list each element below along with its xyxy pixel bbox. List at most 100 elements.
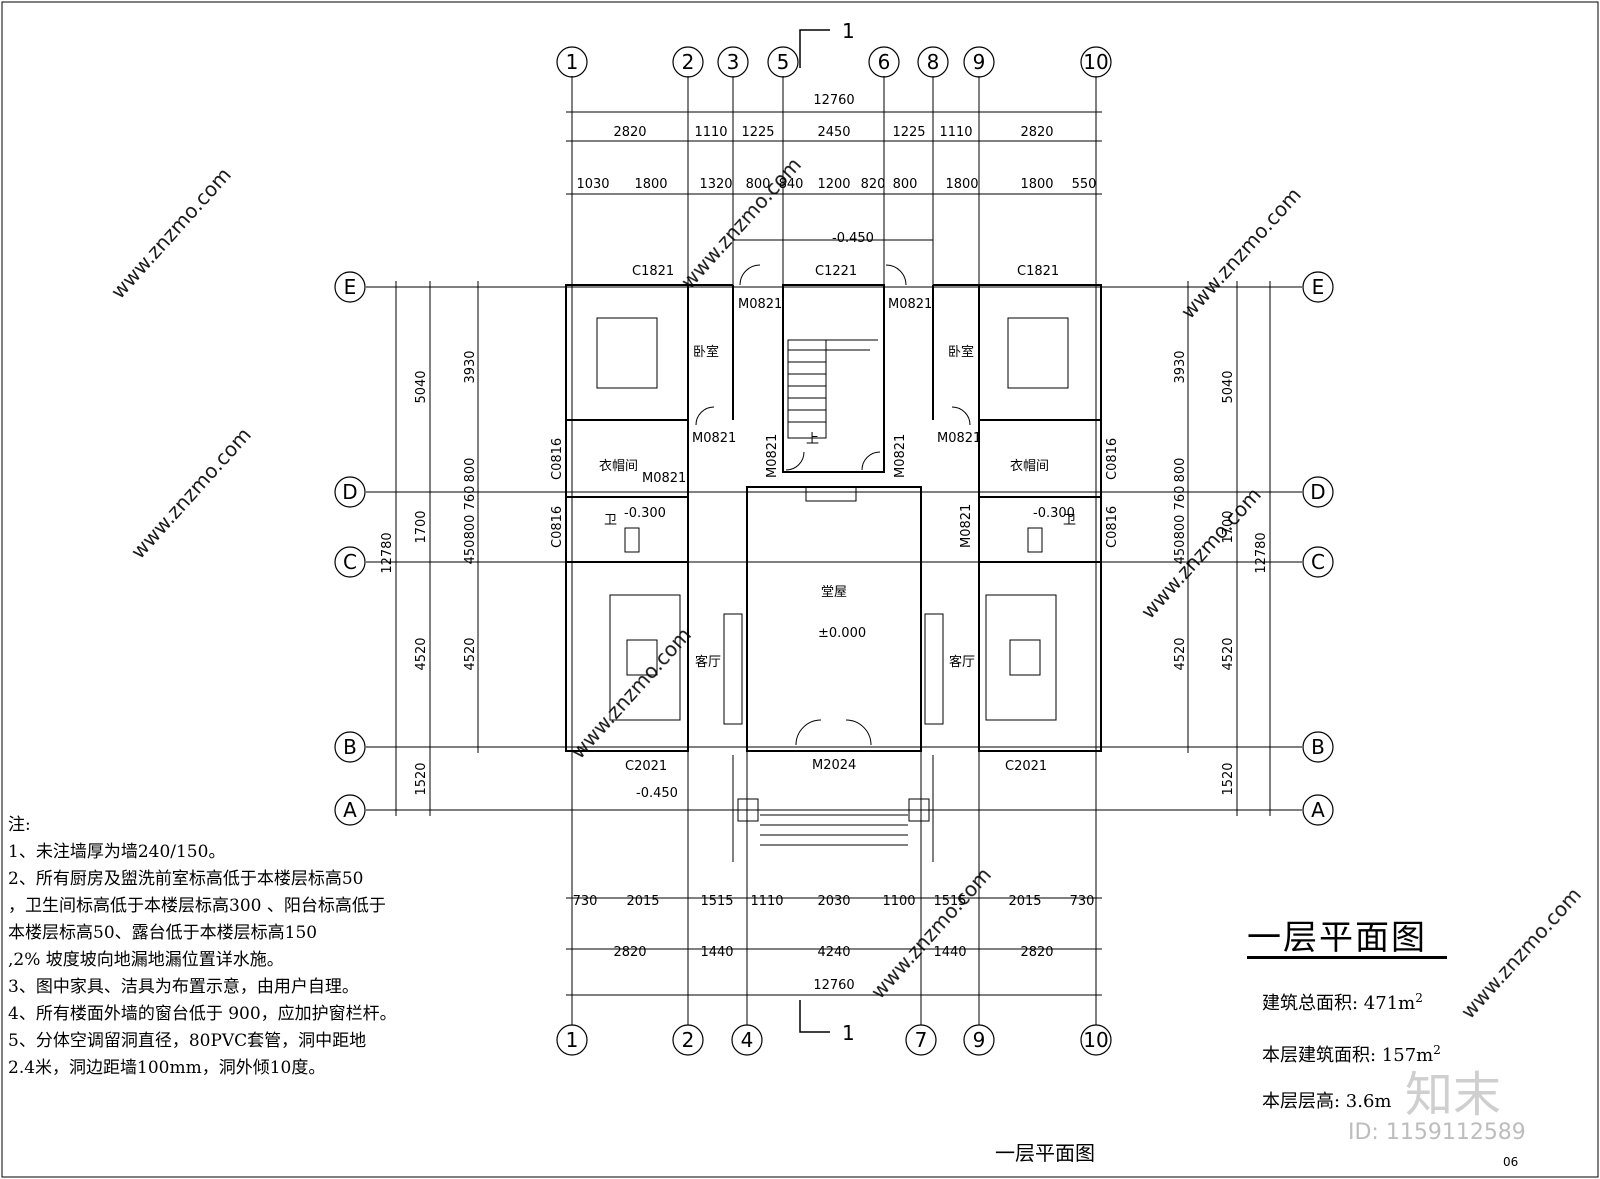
dimension-value: 2820 [613, 125, 646, 140]
axis-bubble-row-right: B [1311, 735, 1325, 759]
dimension-value: 4240 [817, 945, 850, 960]
section-marks [799, 29, 830, 1033]
dimension-value: 12760 [813, 93, 854, 108]
axis-bubble-row-left: A [343, 798, 357, 822]
room-label-bath: 卫 [604, 513, 617, 528]
door-label: M0821 [692, 431, 736, 446]
bottom-drawing-title: 一层平面图 [995, 1141, 1095, 1165]
axis-bubble-bottom: 10 [1083, 1028, 1108, 1052]
note-line: 3、图中家具、洁具为布置示意，由用户自理。 [8, 977, 359, 997]
dimension-value: 1440 [933, 945, 966, 960]
dimension-value: 800 [746, 177, 771, 192]
dimension-value: 730 [573, 894, 598, 909]
axis-bubble-top: 8 [927, 50, 940, 74]
floor-height: 本层层高: 3.6m [1262, 1091, 1392, 1112]
axis-bubble-row-left-circle [334, 546, 366, 578]
room-label-bedroom: 卧室 [948, 344, 974, 360]
watermark-text: www.znzmo.com [126, 423, 256, 564]
dimension-value: 12780 [1254, 532, 1269, 573]
dimension-value: 1110 [750, 894, 783, 909]
axis-bubble-row-right-circle [1302, 731, 1334, 763]
door-label: M0821 [765, 434, 780, 478]
dimension-value: 3930 [463, 350, 478, 383]
axis-bubble-row-right-circle [1302, 794, 1334, 826]
elevation-mark: -0.450 [832, 231, 874, 246]
watermark-logo: 知末 [1405, 1067, 1502, 1123]
window-label: C0816 [550, 438, 565, 480]
window-label: C1821 [1017, 264, 1059, 279]
axis-bubble-top: 6 [878, 50, 891, 74]
watermark-id: ID: 1159112589 [1348, 1120, 1526, 1145]
title-underline [1247, 956, 1447, 959]
dimension-value: 1110 [939, 125, 972, 140]
dimension-value: 1030 [576, 177, 609, 192]
axis-bubble-top: 2 [682, 50, 695, 74]
dimension-value: 760 [463, 486, 478, 511]
axis-bubble-bottom: 4 [741, 1028, 754, 1052]
elevation-mark: -0.300 [624, 506, 666, 521]
dimension-value: 1440 [700, 945, 733, 960]
watermark-text: www.znzmo.com [566, 623, 696, 764]
dimension-value: 450 [463, 540, 478, 565]
dimension-value: 1520 [414, 762, 429, 795]
window-label: C0816 [550, 506, 565, 548]
drawing-title: 一层平面图 [1247, 918, 1427, 958]
dimension-lines [395, 111, 1271, 996]
porch-steps [732, 755, 934, 862]
window-label: C1821 [632, 264, 674, 279]
dimension-value: 800 [463, 515, 478, 540]
design-notes: 注: 1、未注墙厚为墙240/150。 2、所有厨房及盥洗前室标高低于本楼层标高… [8, 812, 397, 1082]
walls [565, 239, 1102, 752]
axis-bubble-top: 9 [973, 50, 986, 74]
sofa-icon [609, 594, 681, 721]
dimension-value: 1320 [699, 177, 732, 192]
bed-icon [1007, 317, 1069, 389]
axis-bubble-top: 10 [1083, 50, 1108, 74]
axis-bubble-row-right: E [1312, 275, 1325, 299]
note-line: 1、未注墙厚为墙240/150。 [8, 842, 226, 862]
dimension-value: 1800 [945, 177, 978, 192]
dimension-value: 1225 [892, 125, 925, 140]
elevation-mark: ±0.000 [818, 626, 866, 641]
axis-bubble-bottom: 1 [566, 1028, 579, 1052]
axis-bubble-row-right-circle [1302, 546, 1334, 578]
window-label: C0816 [1105, 438, 1120, 480]
axis-bubble-bottom: 7 [915, 1028, 928, 1052]
window-label: C0816 [1105, 506, 1120, 548]
dimension-value: 820 [861, 177, 886, 192]
dimension-value: 1520 [1221, 762, 1236, 795]
window-label: C1221 [815, 264, 857, 279]
dimension-value: 1200 [817, 177, 850, 192]
door-label: M0821 [959, 504, 974, 548]
axis-bubble-row-right: C [1311, 550, 1325, 574]
watermark-text: www.znzmo.com [106, 163, 236, 304]
axis-bubble-row-left: E [344, 275, 357, 299]
note-line: 本楼层标高50、露台低于本楼层标高150 [8, 923, 318, 943]
room-label-hall: 堂屋 [821, 585, 847, 600]
elevation-mark: -0.300 [1033, 506, 1075, 521]
dimension-value: 2030 [817, 894, 850, 909]
dimension-value: 4520 [1221, 637, 1236, 670]
note-line: 4、所有楼面外墙的窗台低于 900，应加护窗栏杆。 [8, 1004, 397, 1024]
dimension-value: 550 [1072, 177, 1097, 192]
dimension-value: 800 [1173, 515, 1188, 540]
dimension-value: 2450 [817, 125, 850, 140]
dimension-value: 12780 [380, 532, 395, 573]
axis-bubble-row-left: D [342, 480, 357, 504]
dimension-value: 800 [463, 458, 478, 483]
dimension-value: 730 [1070, 894, 1095, 909]
dimension-value: 4520 [1173, 637, 1188, 670]
dimension-value: 800 [893, 177, 918, 192]
note-line: 2.4米，洞边距墙100mm，洞外倾10度。 [8, 1058, 326, 1078]
dimension-value: 450 [1173, 540, 1188, 565]
dimension-value: 2820 [1020, 125, 1053, 140]
dimension-value: 2820 [613, 945, 646, 960]
dimension-value: 3930 [1173, 350, 1188, 383]
watermark-text: www.znzmo.com [1456, 883, 1586, 1024]
altar-table-icon [805, 486, 857, 502]
note-line: ，卫生间标高低于本楼层标高300 、阳台标高低于 [8, 896, 386, 916]
dimension-value: 1110 [694, 125, 727, 140]
